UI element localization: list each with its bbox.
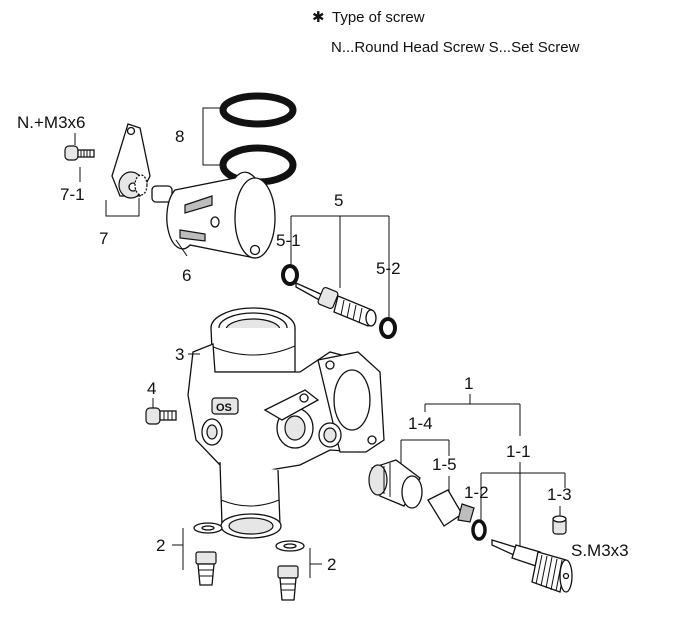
part-6-barrel xyxy=(151,171,276,259)
label-1-3: 1-3 xyxy=(547,485,572,504)
part-7-1-screw xyxy=(64,145,95,161)
leader-7 xyxy=(79,167,140,217)
part-7-throttle-arm xyxy=(111,123,151,199)
label-8: 8 xyxy=(175,127,184,146)
part-1-3-set-screw xyxy=(552,515,567,535)
leader-1 xyxy=(424,394,521,436)
part-1-5-clip xyxy=(427,489,475,527)
part-5-2-o-ring xyxy=(379,317,397,339)
label-7-1: 7-1 xyxy=(60,185,85,204)
leader-1-1 xyxy=(480,462,566,548)
label-2-left: 2 xyxy=(156,536,165,555)
part-2-nipple-right xyxy=(275,540,305,601)
part-3-carb-body: OS xyxy=(187,307,385,539)
part-4-screw xyxy=(145,407,177,425)
part-2-nipple-left xyxy=(193,522,223,586)
part-5-1-o-ring xyxy=(281,264,299,286)
label-5-2: 5-2 xyxy=(376,259,401,278)
svg-text:OS: OS xyxy=(216,402,232,414)
part-8-o-rings xyxy=(219,92,297,186)
legend-symbol: ✱ xyxy=(312,9,325,26)
part-1-4-needle-holder xyxy=(368,459,423,509)
legend-screw-types: N...Round Head Screw S...Set Screw xyxy=(331,39,580,56)
label-1-4: 1-4 xyxy=(408,414,433,433)
label-screw-n: N.+M3x6 xyxy=(17,113,86,132)
label-3: 3 xyxy=(175,345,184,364)
label-1-5: 1-5 xyxy=(432,455,457,474)
label-1-2: 1-2 xyxy=(464,483,489,502)
leader-5 xyxy=(290,215,390,318)
leader-2-right xyxy=(309,548,322,578)
label-2-right: 2 xyxy=(327,555,336,574)
label-6: 6 xyxy=(182,266,191,285)
label-1-1: 1-1 xyxy=(506,442,531,461)
part-1-2-o-ring xyxy=(471,519,487,541)
label-7: 7 xyxy=(99,229,108,248)
legend-title: Type of screw xyxy=(332,9,425,26)
label-5-1: 5-1 xyxy=(276,231,301,250)
part-1-1-needle xyxy=(491,539,573,593)
leader-2-left xyxy=(172,528,184,570)
label-screw-s: S.M3x3 xyxy=(571,541,629,560)
leader-6 xyxy=(175,239,188,257)
part-5-needle xyxy=(295,281,377,327)
label-4: 4 xyxy=(147,379,156,398)
label-1: 1 xyxy=(464,374,473,393)
leader-8 xyxy=(202,107,222,166)
label-5: 5 xyxy=(334,191,343,210)
